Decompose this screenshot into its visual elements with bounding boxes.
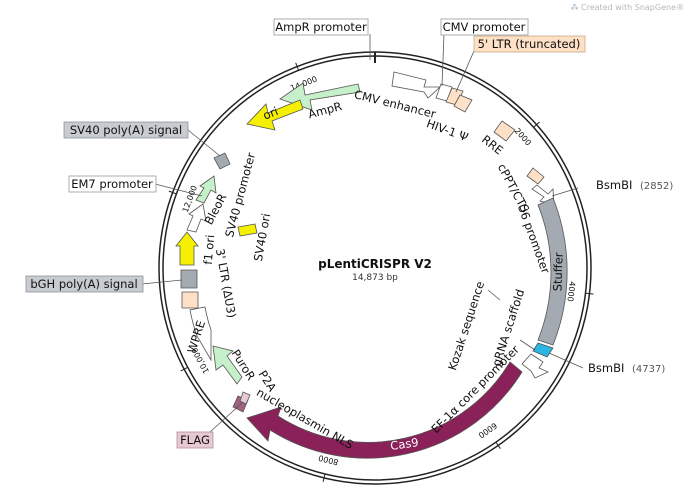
bgh-polya-box[interactable] — [180, 269, 198, 289]
stuffer-arc[interactable] — [537, 197, 568, 346]
callout-em7-promoter[interactable]: EM7 promoter — [68, 175, 203, 197]
snapgene-logo-icon: ⁂ — [570, 3, 582, 12]
callout-cmv-promoter[interactable]: CMV promoter — [440, 18, 529, 87]
tick-mark — [168, 190, 177, 195]
sv40-polya-label: SV40 poly(A) signal — [70, 123, 182, 137]
f1-ori-label: f1 ori — [201, 234, 218, 265]
cas9-label: Cas9 — [389, 435, 419, 453]
3-ltr-box[interactable] — [181, 291, 199, 309]
tick-mark — [495, 441, 501, 450]
site-bsmbi-2852[interactable]: BsmBI (2852) — [551, 178, 673, 197]
callout-ampr-promoter[interactable]: AmpR promoter — [273, 18, 371, 60]
tick-mark — [533, 121, 540, 128]
bleor-arrow[interactable] — [195, 175, 217, 204]
bsmbi-2852-position: (2852) — [640, 181, 673, 192]
ef1a-promoter-arrow[interactable] — [521, 353, 549, 379]
ampr-label: AmpR — [307, 99, 344, 121]
wpre-box[interactable] — [189, 306, 212, 362]
callout-bgh-polya[interactable]: bGH poly(A) signal — [25, 275, 183, 293]
tick-mark — [322, 473, 326, 482]
cppt-box[interactable] — [526, 167, 545, 185]
sv40-ori-box[interactable] — [237, 223, 258, 237]
plasmid-name: pLentiCRISPR V2 — [318, 257, 432, 271]
tick-label: 2000 — [513, 126, 533, 147]
5-ltr-label: 5' LTR (truncated) — [478, 37, 581, 51]
tick-label: 6000 — [477, 421, 499, 440]
hiv-psi-box[interactable] — [453, 94, 473, 113]
callout-flag[interactable]: FLAG — [176, 401, 244, 449]
tick-mark — [585, 292, 594, 295]
flag-label: FLAG — [180, 433, 210, 447]
sv40-promoter-arrow[interactable] — [186, 203, 207, 233]
snapgene-watermark: ⁂ Created with SnapGene® — [570, 3, 684, 12]
cas9-arrow[interactable] — [246, 361, 523, 459]
grna-scaffold-box[interactable] — [532, 342, 554, 358]
bsmbi-4737-name: BsmBI — [588, 361, 624, 375]
bsmbi-2852-name: BsmBI — [596, 178, 632, 192]
ori-label: ori — [261, 104, 280, 123]
callout-sv40-polya[interactable]: SV40 poly(A) signal — [63, 121, 221, 157]
ampr-promoter-label: AmpR promoter — [275, 20, 367, 34]
tick-mark — [180, 366, 188, 372]
tick-mark — [295, 62, 300, 71]
puror-arrow[interactable] — [212, 345, 243, 385]
rre-box[interactable] — [493, 120, 516, 142]
hiv-psi-label: HIV-1 Ψ — [425, 116, 471, 144]
sv40-ori-label: SV40 ori — [251, 212, 273, 262]
kozak-label: Kozak sequence — [445, 279, 487, 372]
grna-leader — [519, 339, 536, 351]
3-ltr-label: 3' LTR (ΔU3) — [213, 248, 239, 320]
cmv-promoter-label: CMV promoter — [443, 20, 526, 34]
flag-box[interactable] — [239, 391, 251, 405]
cmv-enhancer-arrow[interactable] — [391, 71, 442, 99]
kozak-leader — [487, 289, 501, 301]
watermark-text: Created with SnapGene® — [581, 3, 684, 12]
bsmbi-4737-position: (4737) — [632, 364, 665, 375]
stuffer-label: Stuffer — [550, 252, 565, 292]
bgh-polya-label: bGH poly(A) signal — [30, 277, 137, 291]
ori-arrow[interactable] — [246, 99, 304, 131]
tick-label: 4000 — [565, 281, 576, 302]
site-bsmbi-4737[interactable]: BsmBI (4737) — [548, 352, 665, 375]
f1-ori-arrow[interactable] — [175, 231, 199, 266]
plasmid-size: 14,873 bp — [352, 273, 398, 283]
sv40-polya-box[interactable] — [213, 152, 231, 170]
em7-promoter-label: EM7 promoter — [71, 177, 153, 191]
callout-5-ltr[interactable]: 5' LTR (truncated) — [455, 35, 586, 93]
